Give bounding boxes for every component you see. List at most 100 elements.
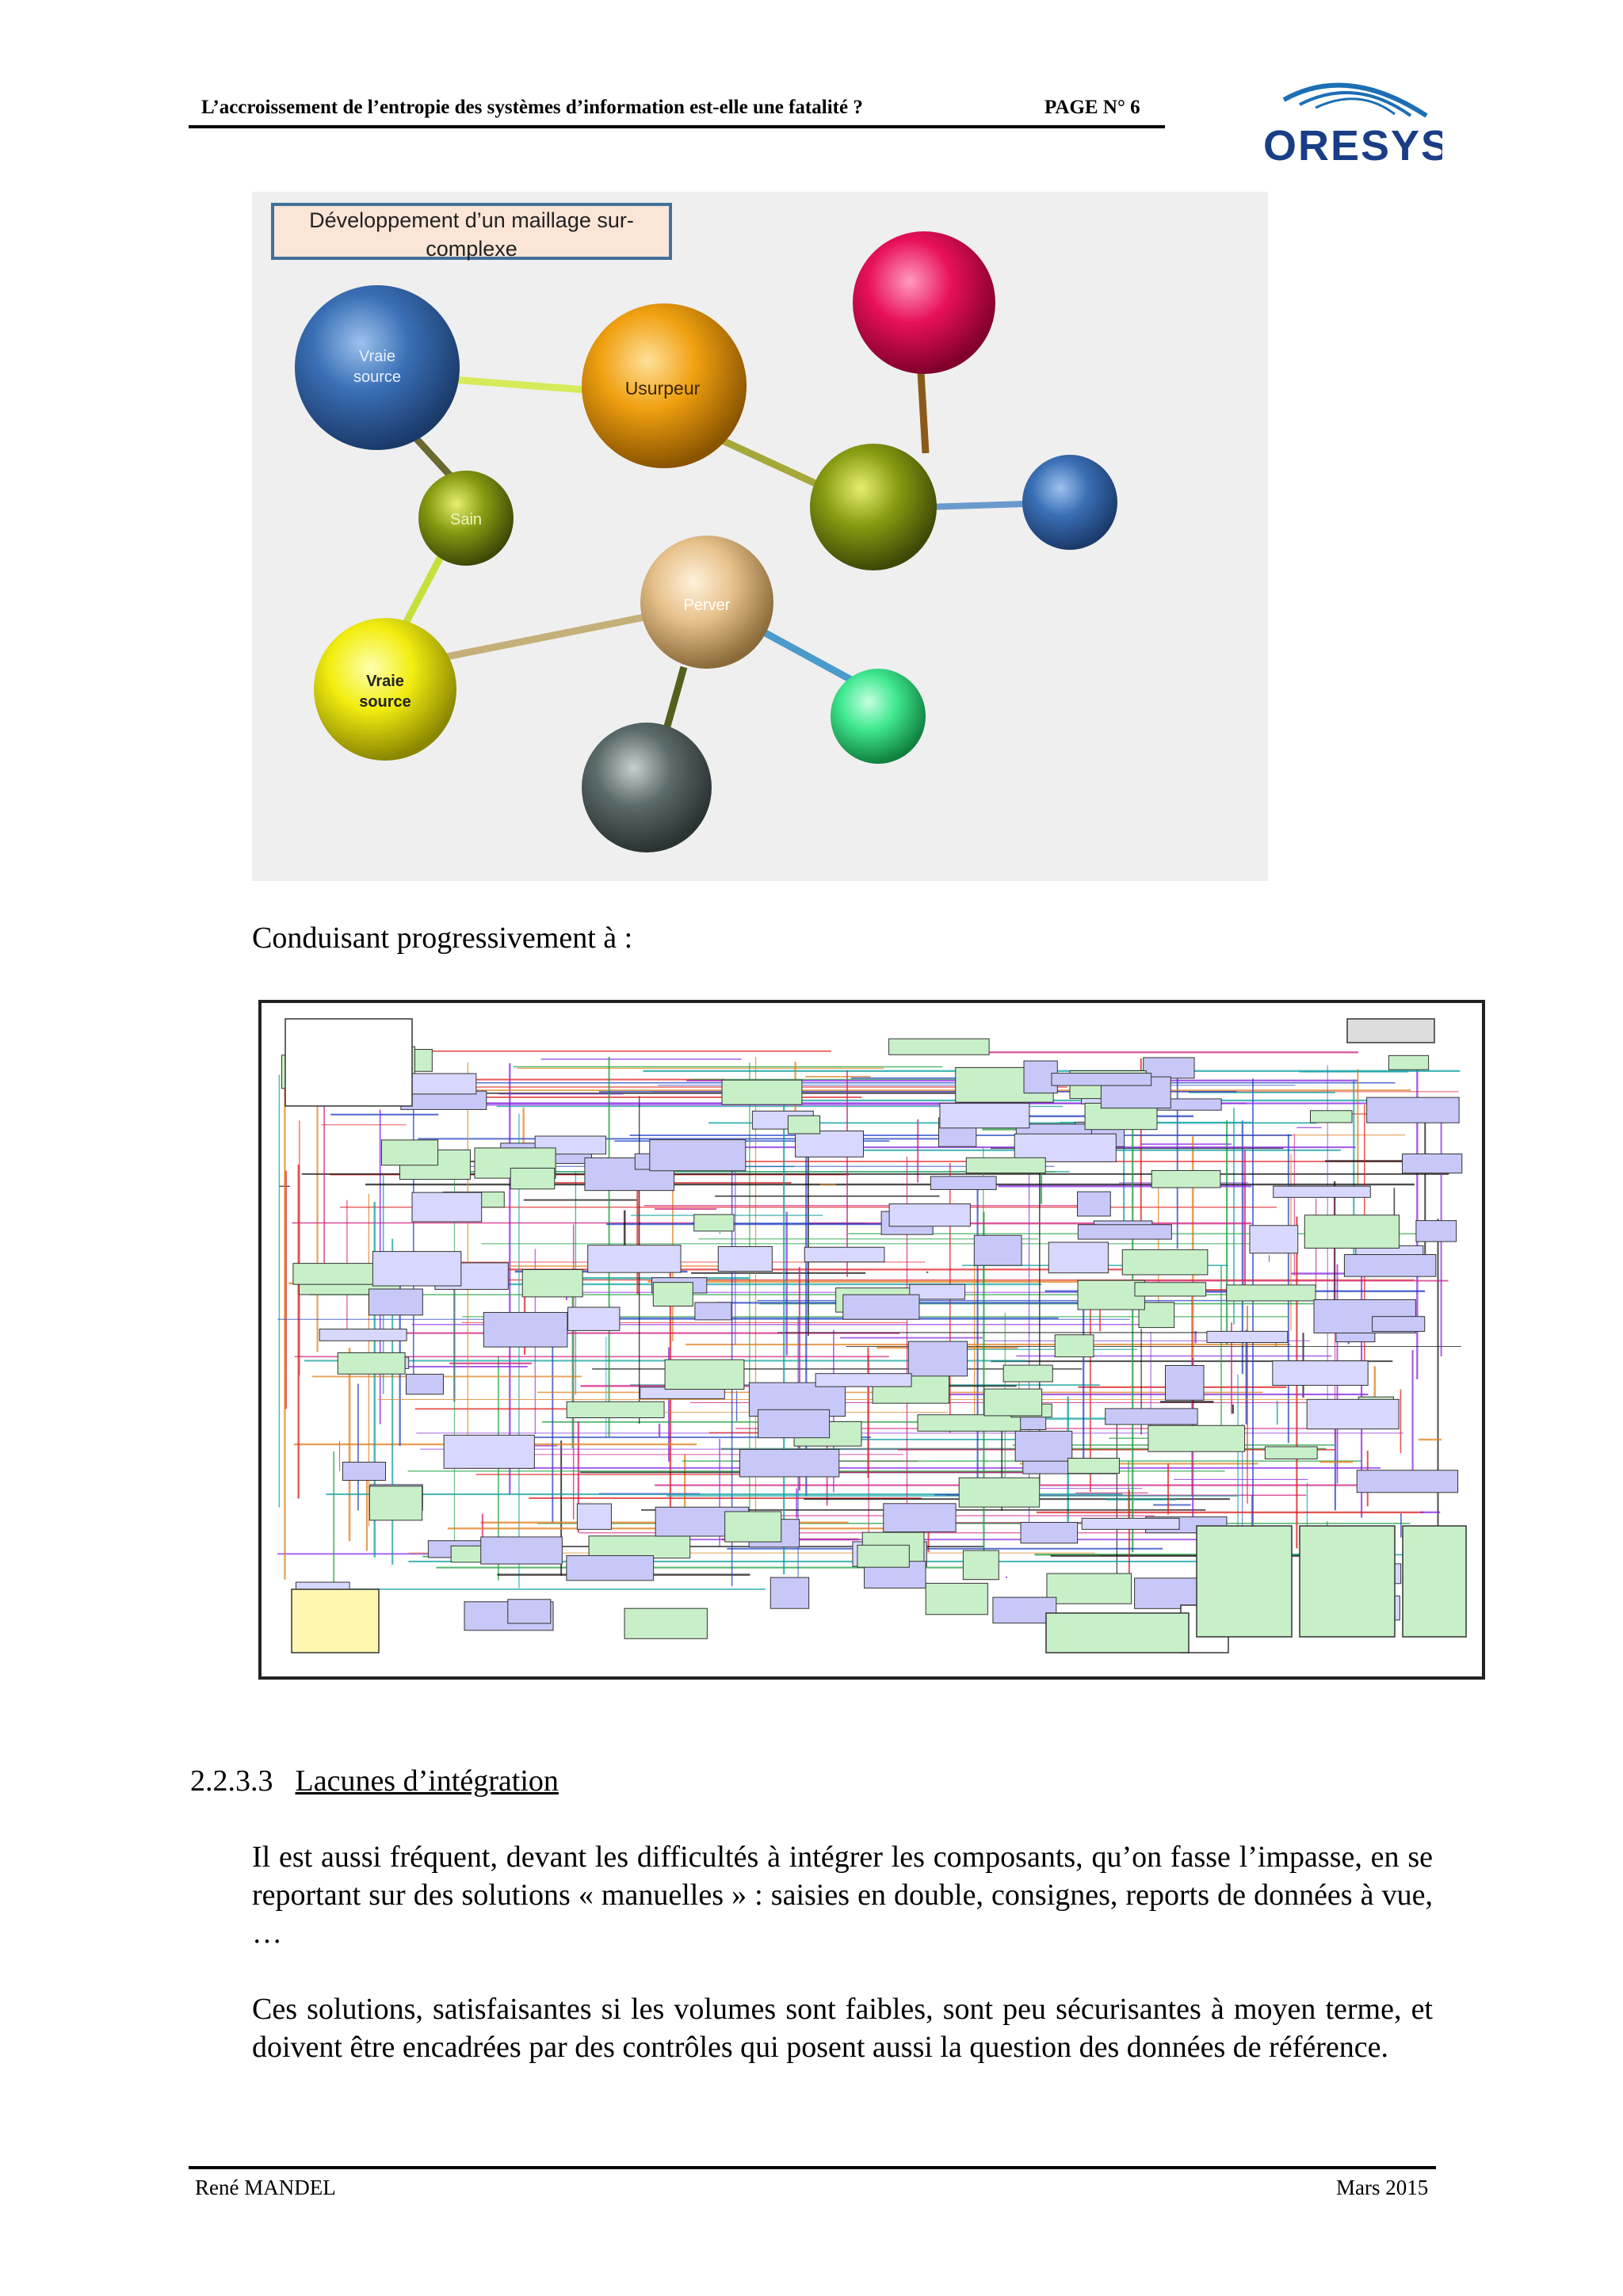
node-label-vraie-yellow-2: source (359, 693, 411, 711)
diagram-box (483, 1312, 568, 1348)
diagram-box (1054, 1334, 1094, 1358)
node-magenta (853, 231, 995, 374)
diagram-box (1077, 1224, 1172, 1240)
diagram-box (907, 1341, 968, 1377)
diagram-box (883, 1503, 957, 1533)
lead-in-text: Conduisant progressivement à : (252, 921, 633, 955)
footer-date: Mars 2015 (1336, 2176, 1429, 2199)
node-small-blue (1022, 455, 1117, 550)
diagram-box (939, 1103, 1030, 1129)
logo-graphic: ORESYS (1263, 82, 1449, 170)
diagram-box (1310, 1110, 1353, 1123)
diagram-box (1134, 1282, 1207, 1297)
diagram-box (787, 1115, 821, 1135)
header-rule (189, 125, 1165, 128)
diagram-box (694, 1302, 732, 1321)
diagram-box (917, 1414, 1022, 1432)
node-label-usurpeur: Usurpeur (625, 378, 701, 399)
section-heading: 2.2.3.3 Lacunes d’intégration (190, 1762, 559, 1800)
diagram-box (1046, 1573, 1132, 1604)
diagram-box (717, 1245, 773, 1272)
node-olive-hub (810, 444, 937, 570)
diagram-box (1343, 1254, 1437, 1277)
diagram-box (664, 1359, 745, 1390)
spaghetti-diagram (277, 1018, 1467, 1653)
diagram-box (973, 1234, 1022, 1266)
diagram-box (1105, 1408, 1198, 1425)
footer-author: René MANDEL (195, 2176, 336, 2199)
diagram-box (567, 1306, 621, 1331)
diagram-box (962, 1550, 999, 1581)
diagram-box (815, 1373, 912, 1387)
diagram-box (1067, 1458, 1120, 1474)
diagram-box (576, 1503, 612, 1530)
diagram-box (888, 1038, 990, 1055)
diagram-box (1306, 1398, 1400, 1430)
diagram-box (1402, 1153, 1463, 1174)
diagram-box (649, 1139, 747, 1172)
node-label-vraie-blue-2: source (353, 368, 401, 386)
diagram-box (521, 1269, 583, 1298)
node-label-vraie-blue-1: Vraie (359, 348, 395, 365)
diagram-box (1372, 1316, 1426, 1333)
diagram-box (739, 1448, 840, 1478)
diagram-box (566, 1555, 655, 1581)
diagram-box (1366, 1097, 1460, 1123)
diagram-panel (291, 1589, 380, 1653)
diagram-box (1264, 1446, 1318, 1459)
diagram-box (319, 1329, 407, 1341)
diagram-box (1121, 1249, 1209, 1276)
logo-text: ORESYS (1263, 122, 1442, 170)
diagram-panel (1196, 1525, 1293, 1638)
node-slate (582, 723, 712, 852)
node-vraie-source-blue (295, 285, 460, 450)
diagram-box (983, 1388, 1043, 1417)
diagram-box (1081, 1517, 1180, 1530)
diagram-box (1077, 1280, 1145, 1310)
diagram-box (1048, 1241, 1109, 1274)
diagram-box (1272, 1360, 1369, 1386)
diagram-boxes (281, 1018, 1467, 1653)
diagram-box (1273, 1185, 1371, 1198)
section-title: Lacunes d’intégration (295, 1764, 559, 1798)
diagram-box (795, 1130, 864, 1158)
diagram-box (1014, 1133, 1117, 1162)
diagram-box (842, 1294, 920, 1320)
diagram-box (1051, 1073, 1152, 1086)
node-label-perver: Perver (684, 597, 731, 614)
node-mint (831, 669, 926, 764)
diagram-links (277, 1050, 1461, 1594)
diagram-box (1165, 1364, 1205, 1401)
diagram-box (652, 1282, 693, 1307)
diagram-box (411, 1192, 483, 1222)
diagram-box (587, 1245, 682, 1273)
diagram-box (1304, 1215, 1400, 1249)
diagram-panel (1402, 1525, 1467, 1638)
diagram-box (930, 1176, 997, 1190)
node-perver (640, 536, 773, 669)
diagram-box (1020, 1522, 1079, 1544)
diagram-panel (1299, 1525, 1396, 1638)
diagram-box (1077, 1191, 1111, 1217)
diagram-box (857, 1544, 910, 1568)
node-label-vraie-yellow-1: Vraie (366, 673, 404, 690)
diagram-box (721, 1079, 803, 1105)
node-label-sain: Sain (450, 511, 482, 528)
diagram-panel (1045, 1612, 1190, 1653)
section-number: 2.2.3.3 (190, 1764, 273, 1798)
diagram-box (480, 1536, 563, 1565)
diagram-box (724, 1511, 782, 1543)
diagram-box (925, 1582, 988, 1615)
diagram-box (624, 1608, 708, 1639)
diagram-box (292, 1263, 375, 1285)
node-usurpeur (582, 303, 747, 468)
diagram-box (372, 1251, 462, 1287)
diagram-box (1249, 1225, 1299, 1254)
diagram-box (443, 1434, 535, 1469)
diagram-box (758, 1409, 831, 1439)
diagram-box (1388, 1055, 1430, 1070)
node-sain (418, 471, 514, 566)
diagram-box (507, 1599, 552, 1624)
diagram-box (965, 1157, 1046, 1174)
diagram-box (1002, 1364, 1053, 1383)
